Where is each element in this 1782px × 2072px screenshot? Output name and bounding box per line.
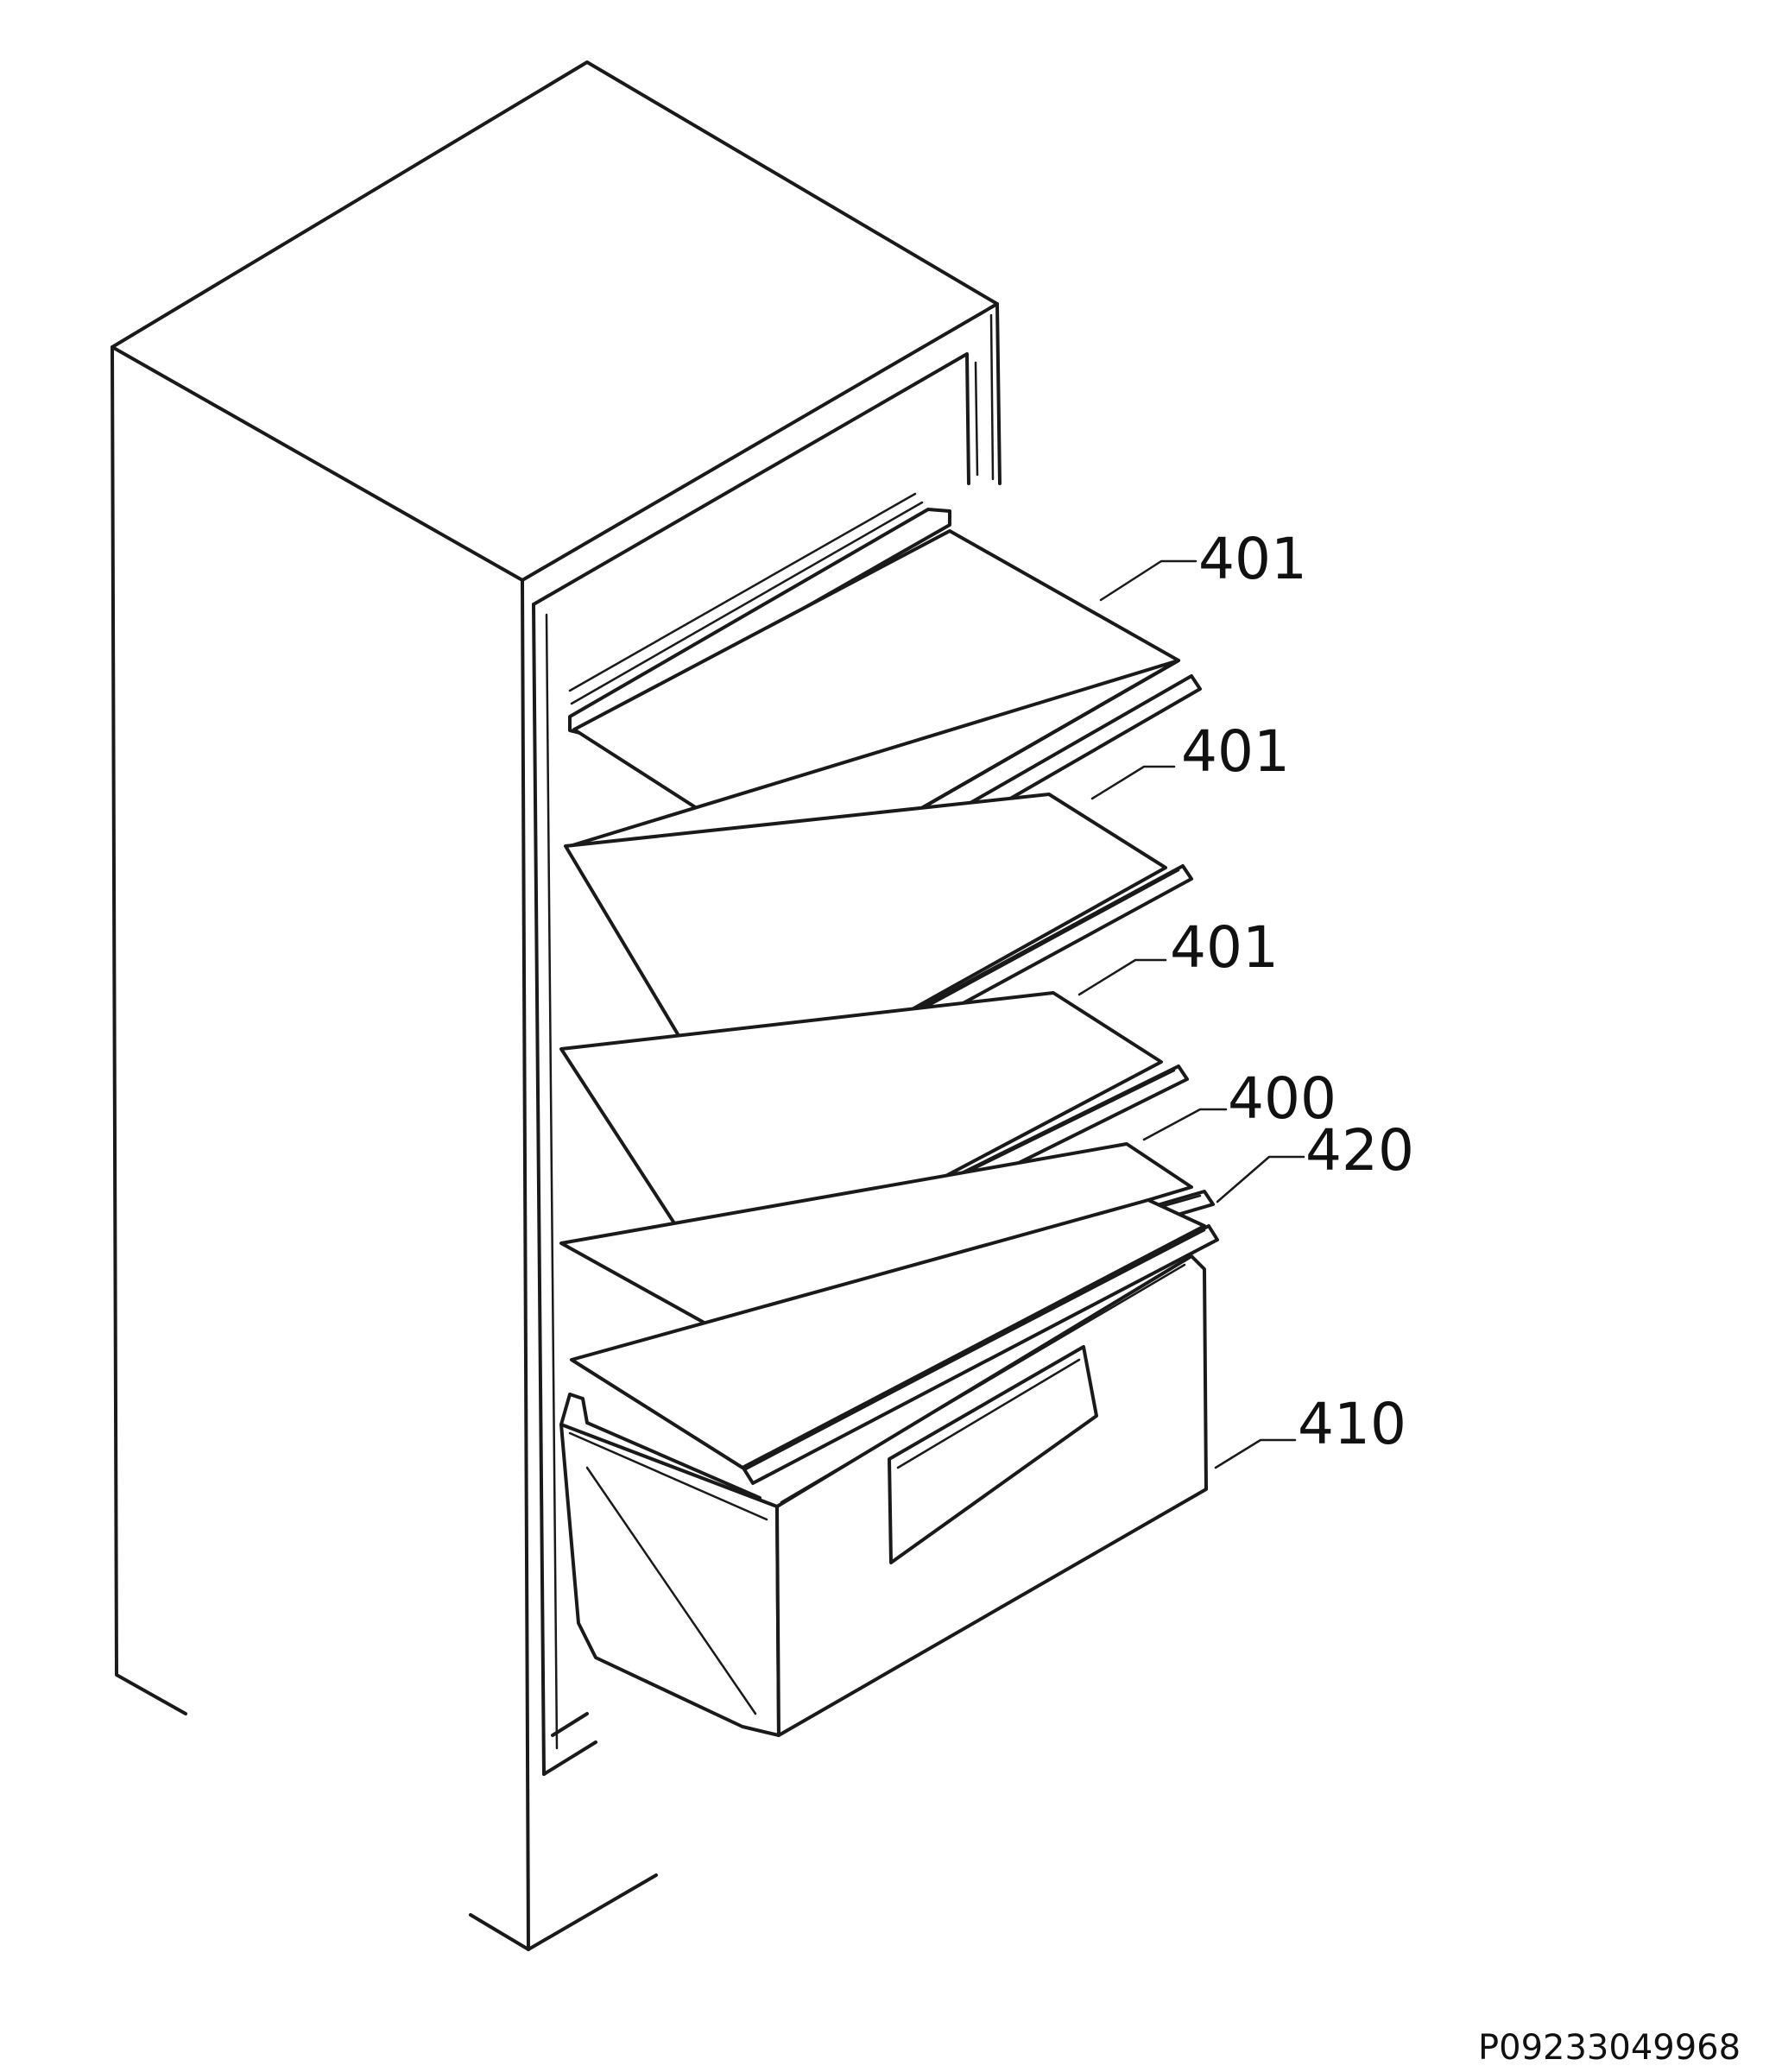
crisper-drawer: [559, 1254, 1208, 1737]
leader-shelf-4: [1142, 1108, 1228, 1141]
cabinet-left-side: [111, 345, 187, 1715]
callout-shelf-1: 401: [1198, 526, 1307, 592]
leader-shelf-1: [1099, 559, 1197, 602]
back-rail: [568, 508, 951, 736]
leader-shelf-3: [1077, 958, 1167, 996]
callout-crisper-drawer: 410: [1298, 1391, 1406, 1457]
crisper-cover-glass: [570, 1198, 1206, 1469]
callout-leaders: [1077, 559, 1305, 1469]
cabinet-top: [111, 60, 999, 582]
cabinet-front-edge: [469, 578, 530, 1951]
shelf-4-glass: [559, 1142, 1193, 1331]
callout-shelf-4: 400: [1228, 1065, 1336, 1132]
drawer-front: [775, 1254, 1208, 1737]
crisper-cover: [570, 1198, 1219, 1485]
leader-trim-strip: [1216, 1155, 1305, 1203]
callout-shelf-2: 401: [1181, 718, 1290, 785]
leader-shelf-2: [1090, 765, 1176, 800]
document-code: P09233049968: [1478, 2028, 1741, 2068]
callout-trim-strip: 420: [1305, 1117, 1414, 1184]
callout-shelf-3: 401: [1170, 914, 1279, 981]
leader-crisper-drawer: [1214, 1438, 1297, 1469]
callout-labels: 401 401 401 400 420 410: [1170, 526, 1414, 1457]
drawer-handle: [888, 1345, 1098, 1564]
cabinet-door-frame: [532, 352, 970, 606]
trim-strip: [742, 1224, 1219, 1485]
cabinet: [111, 60, 1002, 1951]
